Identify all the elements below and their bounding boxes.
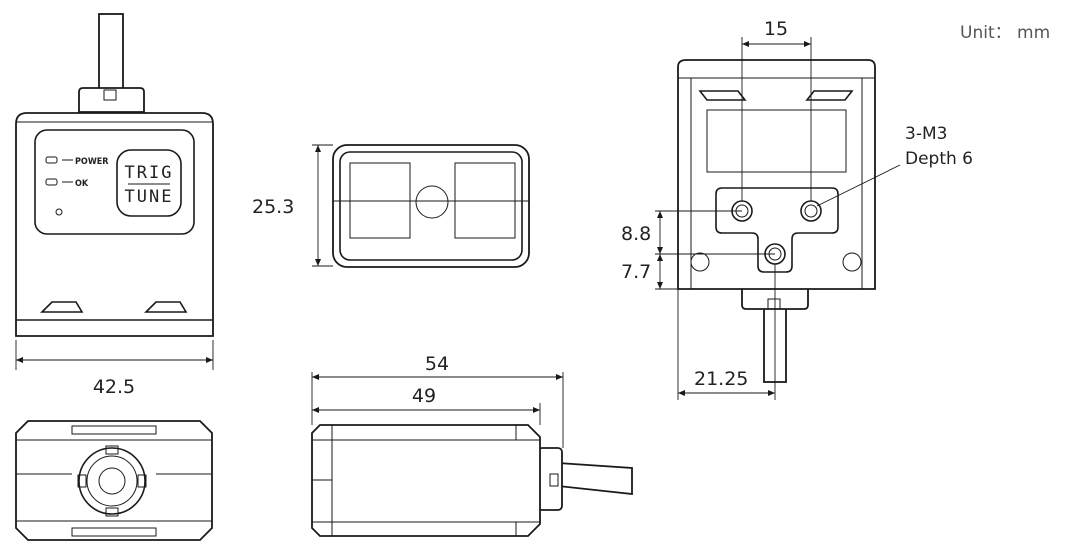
rear-slot-left [698,90,747,101]
front-cable [98,13,124,91]
top-view: 54 49 [311,353,633,537]
trig-tune-button [116,149,182,217]
rear-view: 15 3-M3 Depth 6 8.8 7.7 21.25 [621,18,973,400]
dim-vertical-8-8: 8.8 [621,223,651,245]
lens-icon [98,467,126,495]
dim-length-54: 54 [425,353,449,375]
lens-outer-ring [78,447,146,515]
unit-label: Unit： mm [960,23,1050,43]
dim-hole-spacing-15: 15 [764,18,788,40]
dim-horizontal-21-25: 21.25 [694,368,748,390]
top-cable [557,462,633,496]
front-view: POWER OK TRIG TUNE 42.5 [15,13,214,398]
rear-housing [677,59,876,290]
power-led-label: POWER [75,157,109,167]
ok-led-label: OK [75,179,89,189]
dim-vertical-7-7: 7.7 [621,261,651,283]
dim-width-42-5: 42.5 [93,376,135,398]
ok-led-icon [45,178,58,186]
corner-circle-right [842,252,862,272]
side-housing [332,144,530,268]
button-label-trig: TRIG [125,163,174,183]
front-panel [34,129,195,235]
power-led-icon [45,156,58,164]
front-foot-right [144,301,188,313]
hole-label-line2: Depth 6 [905,149,973,169]
indicator-dot [55,208,63,216]
dim-height-25-3: 25.3 [252,196,294,218]
corner-circle-left [690,252,710,272]
lens-view-housing [15,420,213,541]
front-foot-left [40,301,84,313]
rear-slot-right [805,90,854,101]
mount-plate [715,187,839,273]
dim-length-49: 49 [412,385,436,407]
side-view: 25.3 [252,144,530,268]
top-housing [311,424,541,537]
rear-window [706,109,847,173]
lens-view [15,420,213,541]
center-lens-icon [415,185,449,219]
hole-label-line1: 3-M3 [905,124,947,144]
button-label-tune: TUNE [125,187,174,207]
front-housing [15,112,214,337]
